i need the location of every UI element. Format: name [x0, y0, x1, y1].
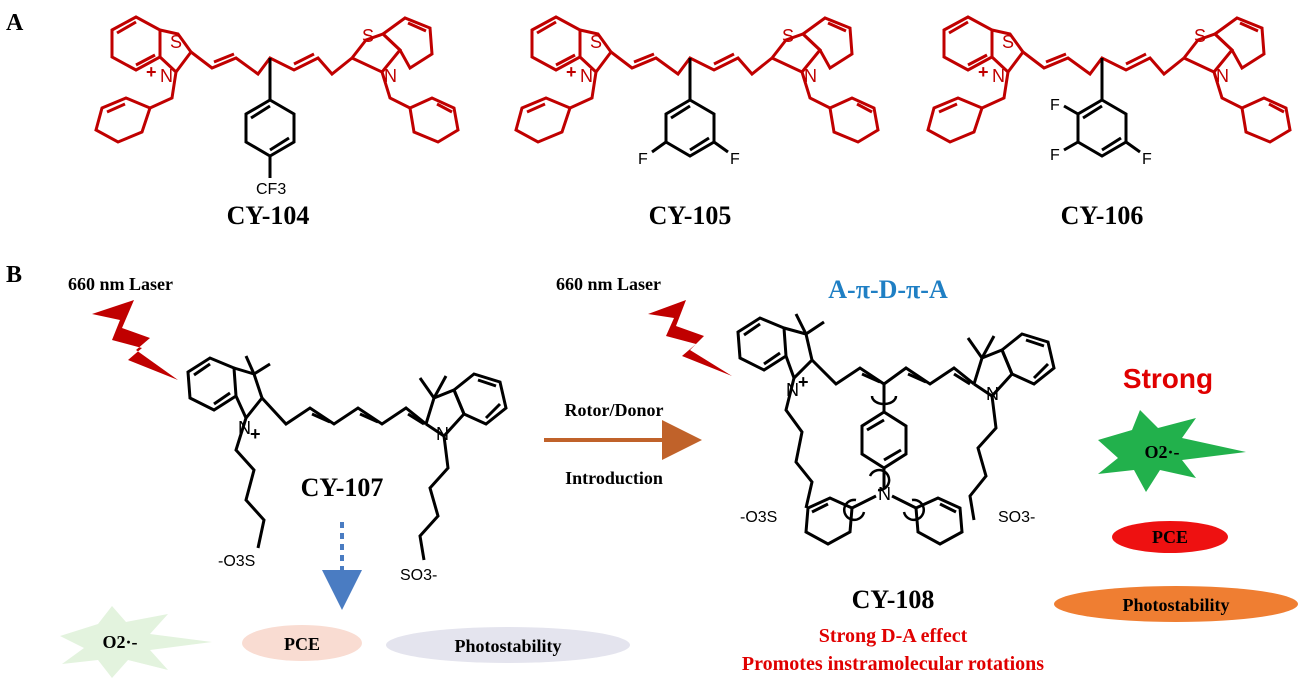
- laser-bolt-right-icon: [648, 300, 732, 376]
- cy106-f-2: F: [1050, 147, 1060, 164]
- effect-1: Strong D-A effect: [819, 625, 968, 647]
- cy104-aryl: [244, 58, 296, 178]
- cy108-so3-left: -O3S: [740, 509, 777, 526]
- laser-bolt-left-icon: [92, 300, 178, 380]
- pce-strong-ellipse: [1112, 521, 1228, 553]
- cy107-structure: [186, 355, 508, 561]
- cy106-n-left: N: [992, 66, 1005, 86]
- cy105-f-left: F: [638, 151, 648, 168]
- panel-b-label: B: [6, 262, 22, 288]
- arrow-top-label: Rotor/Donor: [565, 400, 664, 420]
- laser-right-label: 660 nm Laser: [556, 274, 661, 294]
- o2-burst-faded-icon: [60, 606, 212, 678]
- cy107-so3-right: SO3-: [400, 567, 437, 584]
- cy108-so3-right: SO3-: [998, 509, 1035, 526]
- cy106-name: CY-106: [1061, 201, 1144, 230]
- cy105-s-right: S: [782, 26, 794, 46]
- cy108-name: CY-108: [852, 585, 935, 614]
- cy108-n-left: N: [786, 380, 799, 400]
- cy106-n-right: N: [1216, 66, 1229, 86]
- cy105-s-left: S: [590, 32, 602, 52]
- o2-strong-label: O2·-: [1145, 442, 1180, 462]
- cy107-so3-left: -O3S: [218, 553, 255, 570]
- photostability-faded-label: Photostability: [454, 636, 561, 656]
- cy104-s-right: S: [362, 26, 374, 46]
- photostability-strong-ellipse: [1054, 586, 1298, 622]
- cy104-n-right: N: [384, 66, 397, 86]
- cy106-plus: +: [978, 62, 989, 82]
- cy107-n-left: N: [238, 418, 251, 438]
- cy104-cf3: CF3: [256, 181, 286, 198]
- laser-left-label: 660 nm Laser: [68, 274, 173, 294]
- cy105-name: CY-105: [649, 201, 732, 230]
- arrow-bottom-label: Introduction: [565, 468, 663, 488]
- cy106-structure: [926, 15, 1292, 144]
- cy106-f-1: F: [1050, 97, 1060, 114]
- photostability-strong-label: Photostability: [1122, 595, 1229, 615]
- cy104-plus: +: [146, 62, 157, 82]
- cy106-aryl: [1063, 58, 1141, 158]
- cy107-name: CY-107: [301, 473, 384, 502]
- pce-faded-label: PCE: [284, 634, 320, 654]
- cy104-s-left: S: [170, 32, 182, 52]
- cy105-plus: +: [566, 62, 577, 82]
- cy105-n-right: N: [804, 66, 817, 86]
- photostability-faded-ellipse: [386, 627, 630, 663]
- cy106-f-3: F: [1142, 151, 1152, 168]
- arch-title: A-π-D-π-A: [828, 275, 948, 304]
- cy105-n-left: N: [580, 66, 593, 86]
- o2-faded-label: O2·-: [103, 632, 138, 652]
- cy106-s-right: S: [1194, 26, 1206, 46]
- cy105-f-right: F: [730, 151, 740, 168]
- cy104-n-left: N: [160, 66, 173, 86]
- cy105-aryl: [651, 58, 729, 158]
- cy104-name: CY-104: [227, 201, 310, 230]
- cy106-s-left: S: [1002, 32, 1014, 52]
- cy108-structure: [736, 313, 1056, 546]
- cy108-plus: +: [798, 372, 809, 392]
- pce-faded-ellipse: [242, 625, 362, 661]
- cy108-n-center: N: [878, 484, 891, 504]
- effect-2: Promotes instramolecular rotations: [742, 653, 1044, 675]
- cy107-plus: +: [250, 424, 261, 444]
- cy107-n-right: N: [436, 424, 449, 444]
- pce-strong-label: PCE: [1152, 527, 1188, 547]
- panel-a-label: A: [6, 10, 24, 36]
- cy108-n-right: N: [986, 384, 999, 404]
- strong-label: Strong: [1123, 363, 1213, 394]
- o2-burst-strong-icon: [1098, 410, 1246, 492]
